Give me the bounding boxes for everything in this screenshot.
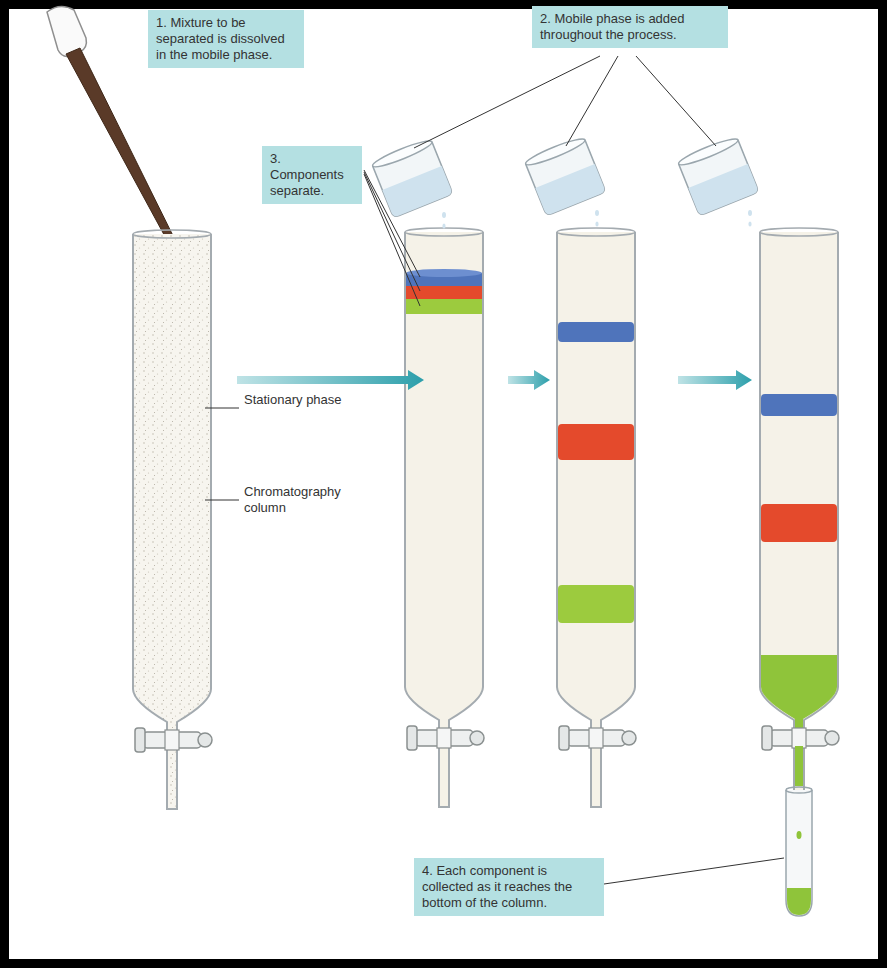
callout-text: 3. Components separate. (270, 151, 354, 199)
callout-text: 4. Each component is collected as it rea… (422, 863, 596, 911)
callout-text: 2. Mobile phase is added throughout the … (540, 11, 720, 43)
part-label: Chromatography column (242, 484, 366, 516)
column-1 (133, 230, 212, 809)
beakers (371, 135, 759, 228)
callout-box: 3. Components separate. (262, 146, 362, 204)
leader-lines (205, 56, 784, 884)
column-2 (405, 228, 484, 807)
callout-box: 4. Each component is collected as it rea… (414, 858, 604, 916)
part-label: Stationary phase (242, 392, 344, 408)
callout-box: 1. Mixture to be separated is dissolved … (148, 10, 304, 68)
process-arrows (237, 370, 752, 390)
callout-text: 1. Mixture to be separated is dissolved … (156, 15, 296, 63)
column-4 (760, 228, 839, 807)
callout-box: 2. Mobile phase is added throughout the … (532, 6, 728, 48)
column-3 (557, 228, 636, 807)
test-tube (786, 787, 812, 916)
